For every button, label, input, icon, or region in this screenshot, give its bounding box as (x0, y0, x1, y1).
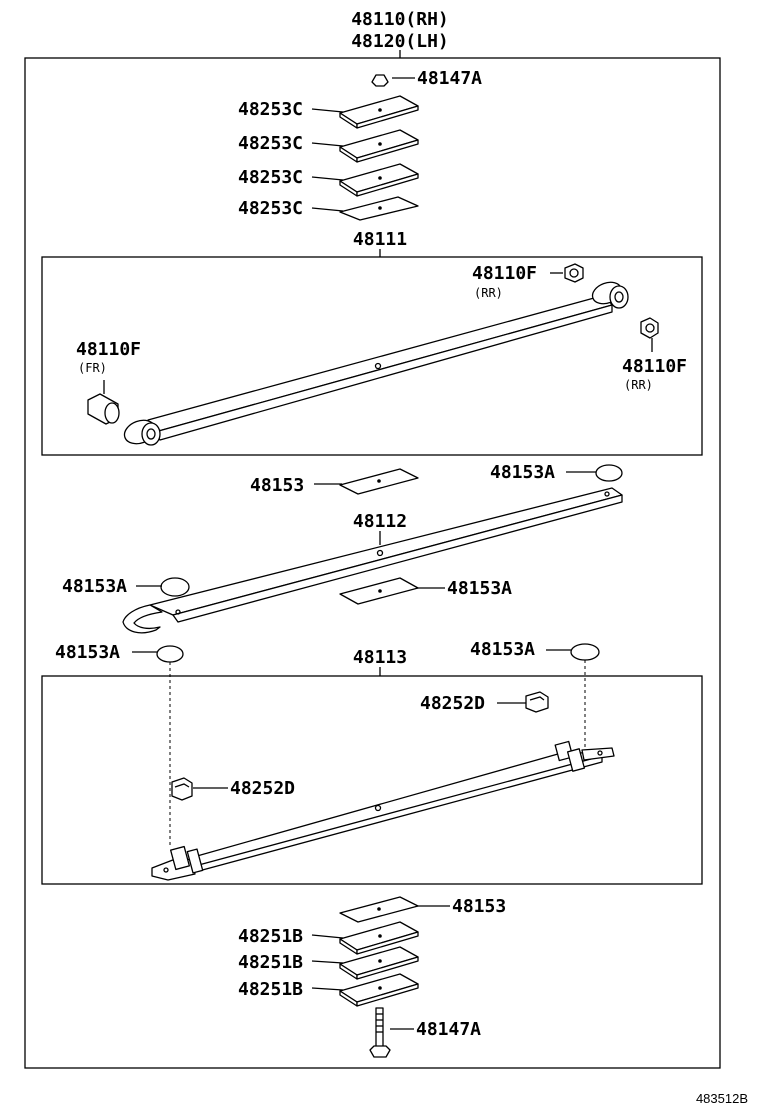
second-leaf[interactable] (122, 487, 623, 634)
label-liner-upper: 48153 (250, 475, 304, 496)
label-leaf2: 48112 (353, 511, 407, 532)
liner-upper[interactable]: 48153 (250, 468, 419, 496)
label-bushing-fr: 48110F (76, 339, 141, 360)
clip-upper[interactable]: 48252D (420, 691, 549, 714)
pad-left-lower[interactable]: 48153A (55, 642, 184, 663)
bushing-fr[interactable]: 48110F (FR) (76, 339, 141, 425)
leaf1-group-frame (41, 256, 703, 456)
main-leaf[interactable] (121, 278, 629, 447)
pad-right-lower[interactable]: 48153A (470, 639, 600, 661)
label-liner-bottom: 48153 (452, 896, 506, 917)
nut-top[interactable]: 48147A (371, 68, 482, 89)
spacer-2[interactable]: 48253C (238, 129, 419, 163)
label-clip-upper: 48252D (420, 693, 485, 714)
assembly-number-rh: 48110(RH) (351, 9, 449, 30)
bolt[interactable]: 48147A (369, 1007, 481, 1058)
spacer-1[interactable]: 48253C (238, 95, 419, 129)
third-leaf[interactable] (151, 740, 615, 881)
label-pad-upper-right: 48153A (490, 462, 555, 483)
label-spacer-b3: 48251B (238, 979, 303, 1000)
bushing-rr-right[interactable]: 48110F (RR) (622, 317, 687, 392)
spacer-4[interactable]: 48253C (238, 196, 419, 221)
label-spacer-b1: 48251B (238, 926, 303, 947)
label-spacer-b2: 48251B (238, 952, 303, 973)
liner-mid[interactable]: 48153A (339, 577, 512, 605)
label-spacer-2: 48253C (238, 133, 303, 154)
leaf3-group-frame (41, 675, 703, 885)
outer-frame (24, 57, 721, 1069)
clip-lower[interactable]: 48252D (171, 777, 295, 801)
label-bushing-rr-right: 48110F (622, 356, 687, 377)
spacer-b2[interactable]: 48251B (238, 946, 419, 980)
note-bushing-rr-right: (RR) (624, 378, 653, 392)
label-leaf1-group: 48111 (353, 229, 407, 250)
label-liner-mid: 48153A (447, 578, 512, 599)
note-bushing-fr: (FR) (78, 361, 107, 375)
spacer-b1[interactable]: 48251B (238, 921, 419, 955)
label-spacer-1: 48253C (238, 99, 303, 120)
pad-left-upper[interactable]: 48153A (62, 576, 190, 597)
diagram-code: 483512B (696, 1091, 748, 1106)
spacer-3[interactable]: 48253C (238, 163, 419, 197)
label-spacer-4: 48253C (238, 198, 303, 219)
label-leaf3-group: 48113 (353, 647, 407, 668)
label-clip-lower: 48252D (230, 778, 295, 799)
label-bolt: 48147A (416, 1019, 481, 1040)
pad-upper-right[interactable]: 48153A (490, 462, 623, 483)
spacer-b3[interactable]: 48251B (238, 973, 419, 1007)
assembly-number-lh: 48120(LH) (351, 31, 449, 52)
label-pad-left-upper: 48153A (62, 576, 127, 597)
label-spacer-3: 48253C (238, 167, 303, 188)
note-bushing-rr-top: (RR) (474, 286, 503, 300)
label-pad-left-lower: 48153A (55, 642, 120, 663)
label-pad-right-lower: 48153A (470, 639, 535, 660)
liner-bottom[interactable]: 48153 (339, 896, 506, 923)
label-nut-top: 48147A (417, 68, 482, 89)
bushing-rr-top[interactable]: 48110F (RR) (472, 263, 584, 300)
label-bushing-rr-top: 48110F (472, 263, 537, 284)
